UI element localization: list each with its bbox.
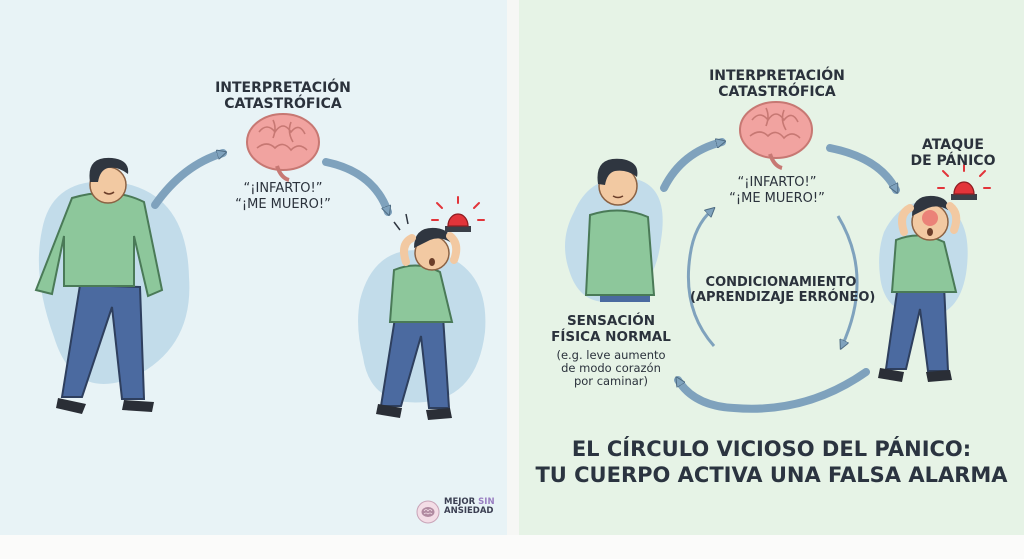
alarm-icon — [937, 164, 991, 201]
alarm-icon — [431, 196, 485, 233]
cycle-arrow-top-right — [826, 144, 900, 190]
sensation-person — [584, 158, 656, 302]
cycle-arrow-left — [686, 210, 714, 347]
bottom-strip — [0, 535, 1024, 559]
arrow-left-1 — [151, 149, 223, 209]
logo-text: MEJOR SIN ANSIEDAD — [444, 497, 495, 517]
panic-person — [376, 213, 461, 420]
cycle-arrow-bottom — [674, 368, 870, 413]
attack-person — [878, 195, 961, 382]
logo-brain-icon — [416, 500, 440, 524]
brain-icon — [245, 112, 321, 182]
headline: EL CÍRCULO VICIOSO DEL PÁNICO: TU CUERPO… — [535, 437, 1008, 488]
brain-icon — [738, 100, 814, 170]
arrow-left-2 — [322, 158, 392, 212]
sensation-note: (e.g. leve aumento de modo corazón por c… — [556, 348, 666, 389]
logo: MEJOR SIN ANSIEDAD — [414, 497, 495, 517]
cycle-arrow-right — [836, 215, 859, 346]
cycle-arrow-top-left — [660, 142, 722, 192]
right-interpretation-title: INTERPRETACIÓN CATASTRÓFICA — [709, 68, 845, 101]
conditioning-label: CONDICIONAMIENTO (APRENDIZAJE ERRÓNEO) — [690, 275, 876, 305]
left-thoughts: “¡INFARTO!” “¡ME MUERO!” — [235, 181, 331, 212]
walking-person — [34, 157, 164, 414]
left-interpretation-title: INTERPRETACIÓN CATASTRÓFICA — [215, 80, 351, 113]
attack-label: ATAQUE DE PÁNICO — [910, 137, 996, 170]
sensation-title: SENSACIÓN FÍSICA NORMAL — [551, 313, 671, 345]
right-thoughts: “¡INFARTO!” “¡ME MUERO!” — [729, 175, 825, 206]
